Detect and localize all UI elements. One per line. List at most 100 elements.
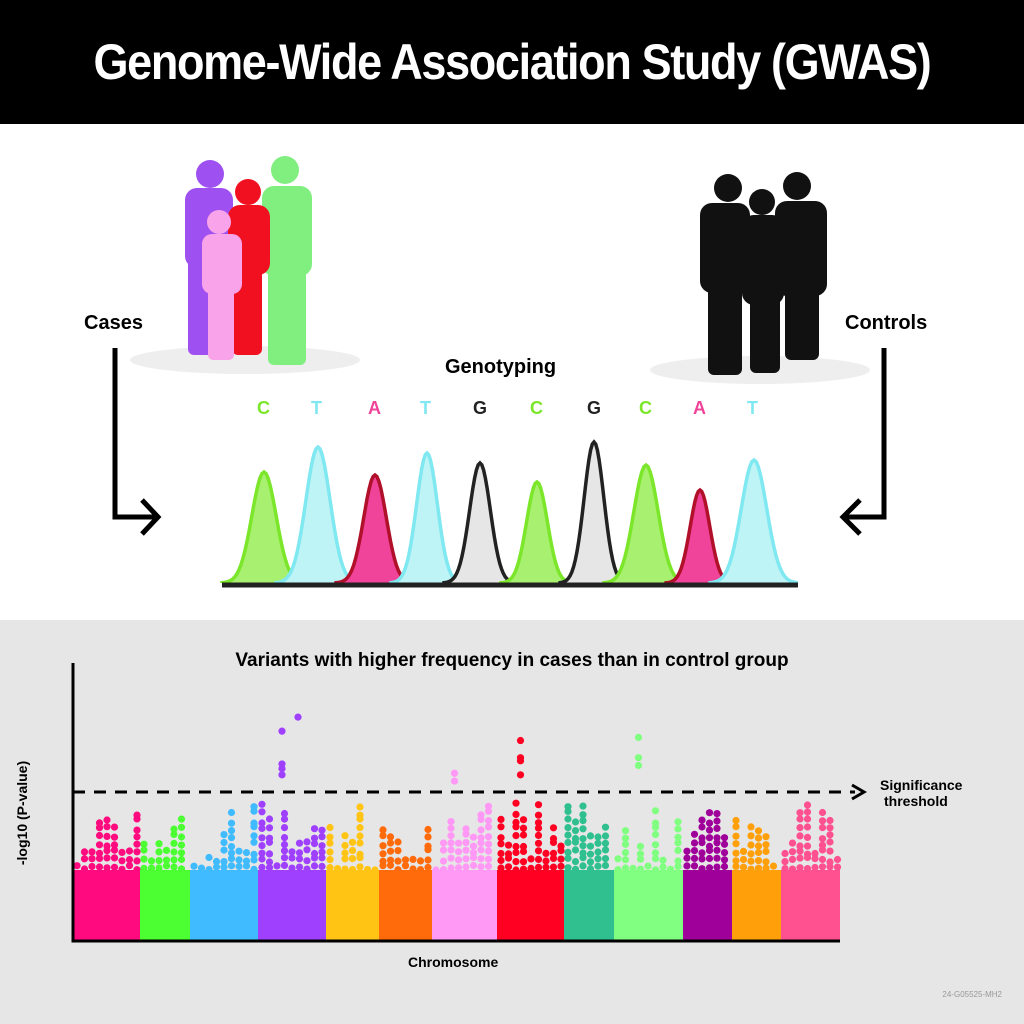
variant-point <box>80 848 89 856</box>
variant-point <box>133 866 141 874</box>
variant-point <box>227 834 236 842</box>
variant-point <box>594 833 602 841</box>
variant-point <box>732 857 740 865</box>
variant-point <box>280 834 289 842</box>
variant-point <box>690 847 699 855</box>
variant-point <box>579 835 587 843</box>
variant-point <box>477 826 485 834</box>
variant-point <box>732 862 740 871</box>
variant-point <box>651 807 660 815</box>
x-axis-label: Chromosome <box>408 954 499 970</box>
variant-point <box>754 857 763 865</box>
variant-point <box>220 838 228 847</box>
variant-point <box>690 862 699 870</box>
variant-point <box>534 819 543 827</box>
chromosome-block-13 <box>781 870 840 940</box>
variant-point <box>227 827 236 835</box>
variant-point <box>484 802 493 810</box>
variant-point <box>484 807 493 815</box>
chart-axes <box>71 663 840 943</box>
variant-point <box>379 857 387 865</box>
variant-point <box>705 834 714 842</box>
variant-point <box>95 863 104 871</box>
variant-point <box>125 847 134 855</box>
variant-point <box>621 834 630 842</box>
variant-point <box>303 865 311 873</box>
variant-point <box>462 839 470 847</box>
variant-point <box>110 823 119 831</box>
variant-point <box>133 840 141 848</box>
base-letter: G <box>587 398 602 418</box>
variant-point <box>534 824 543 832</box>
significant-variant-point <box>278 765 286 773</box>
variant-point <box>258 842 266 850</box>
variant-point <box>454 856 463 864</box>
variant-point <box>732 816 740 825</box>
variant-point <box>571 818 580 826</box>
variant-point <box>519 865 528 873</box>
variant-point <box>110 854 119 862</box>
variant-point <box>666 865 675 873</box>
significant-variant-point <box>450 769 459 777</box>
variant-point <box>732 840 740 848</box>
variant-point <box>265 834 274 842</box>
variant-point <box>542 863 550 871</box>
variant-point <box>659 863 667 871</box>
variant-point <box>674 833 682 841</box>
variant-point <box>636 842 645 851</box>
variant-point <box>197 864 206 872</box>
variant-point <box>579 802 587 810</box>
variant-point <box>103 864 111 872</box>
variant-point <box>594 839 602 847</box>
base-letter: T <box>420 398 431 418</box>
variant-point <box>504 850 513 858</box>
variant-point <box>118 865 126 873</box>
variant-point <box>469 849 478 857</box>
variant-point <box>356 850 364 858</box>
chromosome-block-12 <box>732 870 781 940</box>
variant-point <box>265 864 274 872</box>
variant-point <box>250 838 258 846</box>
variant-point <box>497 840 505 848</box>
chromosome-block-2 <box>140 870 190 940</box>
variant-point <box>155 840 163 848</box>
base-letter: T <box>311 398 322 418</box>
variant-point <box>341 849 349 857</box>
variant-point <box>579 842 587 850</box>
variant-point <box>579 862 587 870</box>
variant-point <box>295 855 304 863</box>
variant-point <box>363 865 372 874</box>
variant-point <box>651 855 660 863</box>
variant-point <box>439 839 448 847</box>
variant-point <box>371 866 379 874</box>
variant-point <box>713 839 721 847</box>
variant-point <box>504 863 513 871</box>
variant-point <box>674 857 682 865</box>
variant-point <box>220 863 228 871</box>
base-letter: G <box>473 398 488 418</box>
variant-point <box>549 863 558 871</box>
chromosome-block-1 <box>73 870 140 940</box>
variant-point <box>542 849 550 858</box>
variant-point <box>356 811 364 819</box>
variant-point <box>386 833 395 841</box>
variant-point <box>586 850 595 858</box>
variant-point <box>519 858 528 866</box>
variant-point <box>594 855 602 863</box>
variant-point <box>527 864 535 873</box>
variant-point <box>469 842 478 850</box>
variant-point <box>424 842 432 850</box>
variant-point <box>818 824 827 832</box>
variant-point <box>818 835 827 843</box>
variant-point <box>586 858 595 866</box>
variant-point <box>754 842 763 850</box>
significant-variant-point <box>278 727 286 735</box>
variant-point <box>462 863 470 871</box>
variant-point <box>250 850 258 859</box>
base-letter: C <box>530 398 543 418</box>
variant-point <box>110 841 119 849</box>
variant-point <box>549 849 558 857</box>
variant-point <box>636 850 645 858</box>
variant-point <box>497 849 505 858</box>
